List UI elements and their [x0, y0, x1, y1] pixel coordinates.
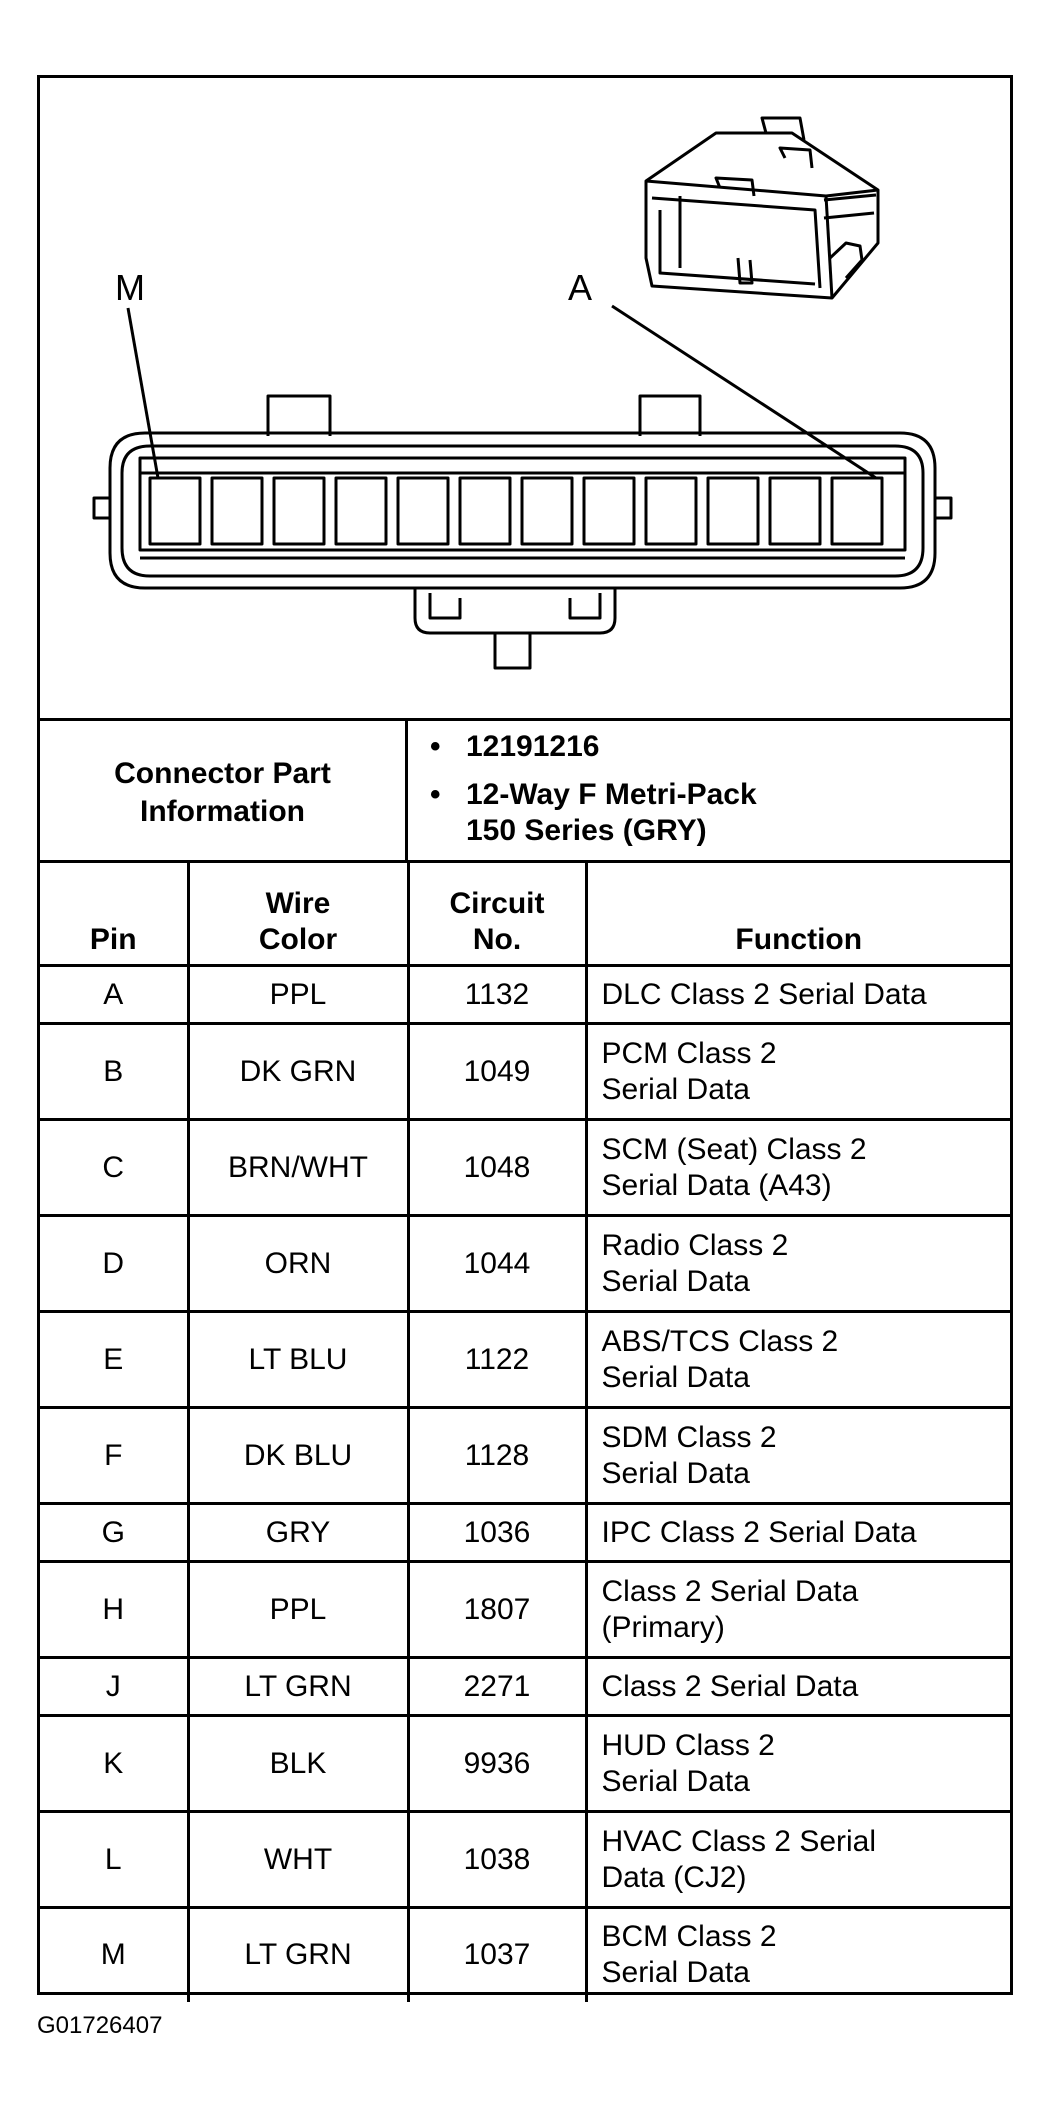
- circuit-cell: 9936: [406, 1714, 588, 1813]
- function-cell: Radio Class 2 Serial Data: [584, 1214, 1010, 1313]
- table-row: L WHT 1038 HVAC Class 2 Serial Data (CJ2…: [40, 1810, 1010, 1909]
- pin-cell: G: [40, 1502, 190, 1563]
- pin-cell: M: [40, 1906, 190, 2002]
- pin-cavities: [148, 476, 884, 546]
- wire-color-cell: BRN/WHT: [186, 1118, 410, 1217]
- circuit-cell: 1807: [406, 1560, 588, 1659]
- wire-color-cell: ORN: [186, 1214, 410, 1313]
- wire-color-cell: PPL: [186, 964, 410, 1025]
- function-cell: PCM Class 2 Serial Data: [584, 1022, 1010, 1121]
- circuit-cell: 1128: [406, 1406, 588, 1505]
- pin-cell: A: [40, 964, 190, 1025]
- header-pin: Pin: [40, 860, 190, 967]
- callout-m-label: M: [115, 267, 145, 308]
- part-number: 12191216: [466, 730, 600, 763]
- connector-drawing-svg: M A: [92, 116, 953, 670]
- circuit-cell: 1049: [406, 1022, 588, 1121]
- circuit-cell: 1036: [406, 1502, 588, 1563]
- table-row: D ORN 1044 Radio Class 2 Serial Data: [40, 1214, 1010, 1313]
- wire-color-cell: DK BLU: [186, 1406, 410, 1505]
- wire-color-cell: WHT: [186, 1810, 410, 1909]
- pin-cell: H: [40, 1560, 190, 1659]
- connector-part-info-label: Connector Part Information: [40, 721, 408, 860]
- wire-color-cell: BLK: [186, 1714, 410, 1813]
- circuit-cell: 1044: [406, 1214, 588, 1313]
- table-row: E LT BLU 1122 ABS/TCS Class 2 Serial Dat…: [40, 1310, 1010, 1409]
- connector-isometric-view: [644, 116, 880, 300]
- header-wire-color: Wire Color: [186, 860, 410, 967]
- figure-id: G01726407: [37, 2012, 163, 2039]
- circuit-cell: 1122: [406, 1310, 588, 1409]
- pin-cell: B: [40, 1022, 190, 1121]
- connector-type: 12-Way F Metri-Pack 150 Series (GRY): [466, 778, 757, 847]
- circuit-cell: 1048: [406, 1118, 588, 1217]
- connector-part-info-list: • 12191216 • 12-Way F Metri-Pack 150 Ser…: [408, 721, 1010, 860]
- table-row: H PPL 1807 Class 2 Serial Data (Primary): [40, 1560, 1010, 1659]
- pin-cell: K: [40, 1714, 190, 1813]
- pin-cell: D: [40, 1214, 190, 1313]
- function-cell: SCM (Seat) Class 2 Serial Data (A43): [584, 1118, 1010, 1217]
- wire-color-cell: PPL: [186, 1560, 410, 1659]
- pinout-table: Pin Wire Color Circuit No. Function A PP…: [40, 860, 1010, 2002]
- table-row: G GRY 1036 IPC Class 2 Serial Data: [40, 1502, 1010, 1563]
- function-cell: IPC Class 2 Serial Data: [584, 1502, 1010, 1563]
- function-cell: Class 2 Serial Data (Primary): [584, 1560, 1010, 1659]
- connector-figure-frame: M A Connector Part Information • 1219121…: [37, 75, 1013, 2002]
- circuit-cell: 1038: [406, 1810, 588, 1909]
- circuit-cell: 1037: [406, 1906, 588, 2002]
- table-row: M LT GRN 1037 BCM Class 2 Serial Data: [40, 1906, 1010, 2002]
- function-cell: BCM Class 2 Serial Data: [584, 1906, 1010, 2002]
- function-cell: Class 2 Serial Data: [584, 1656, 1010, 1717]
- wire-color-cell: DK GRN: [186, 1022, 410, 1121]
- function-cell: DLC Class 2 Serial Data: [584, 964, 1010, 1025]
- wire-color-cell: GRY: [186, 1502, 410, 1563]
- function-cell: HVAC Class 2 Serial Data (CJ2): [584, 1810, 1010, 1909]
- wire-color-cell: LT GRN: [186, 1656, 410, 1717]
- callout-a-leader: [611, 304, 877, 480]
- pin-cell: J: [40, 1656, 190, 1717]
- table-row: F DK BLU 1128 SDM Class 2 Serial Data: [40, 1406, 1010, 1505]
- callout-m-leader: [126, 307, 160, 479]
- header-function: Function: [584, 860, 1010, 967]
- function-cell: HUD Class 2 Serial Data: [584, 1714, 1010, 1813]
- table-header-row: Pin Wire Color Circuit No. Function: [40, 860, 1010, 967]
- table-row: A PPL 1132 DLC Class 2 Serial Data: [40, 964, 1010, 1025]
- callout-a-label: A: [568, 267, 592, 308]
- pin-cell: L: [40, 1810, 190, 1909]
- pin-cell: C: [40, 1118, 190, 1217]
- function-cell: ABS/TCS Class 2 Serial Data: [584, 1310, 1010, 1409]
- table-row: J LT GRN 2271 Class 2 Serial Data: [40, 1656, 1010, 1717]
- pin-cell: F: [40, 1406, 190, 1505]
- function-cell: SDM Class 2 Serial Data: [584, 1406, 1010, 1505]
- connector-part-info: Connector Part Information • 12191216 • …: [40, 718, 1010, 860]
- connector-face-view: [92, 394, 953, 670]
- pin-cell: E: [40, 1310, 190, 1409]
- circuit-cell: 1132: [406, 964, 588, 1025]
- wire-color-cell: LT GRN: [186, 1906, 410, 2002]
- connector-drawing: M A: [40, 78, 1010, 718]
- table-row: C BRN/WHT 1048 SCM (Seat) Class 2 Serial…: [40, 1118, 1010, 1217]
- circuit-cell: 2271: [406, 1656, 588, 1717]
- bullet-icon: •: [430, 730, 441, 763]
- bullet-icon: •: [430, 778, 441, 811]
- table-row: B DK GRN 1049 PCM Class 2 Serial Data: [40, 1022, 1010, 1121]
- header-circuit-no: Circuit No.: [406, 860, 588, 967]
- table-row: K BLK 9936 HUD Class 2 Serial Data: [40, 1714, 1010, 1813]
- wire-color-cell: LT BLU: [186, 1310, 410, 1409]
